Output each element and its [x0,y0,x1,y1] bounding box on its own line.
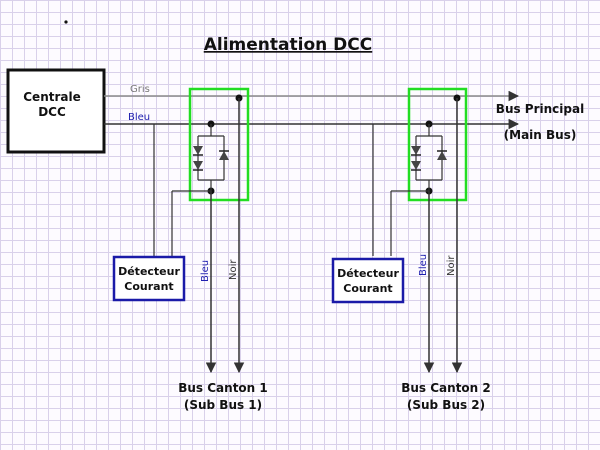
diode-icon [219,151,229,160]
central-label-line1: Centrale [23,90,81,104]
main-bus-label-line1: Bus Principal [496,102,584,116]
diode-box-2 [407,87,468,202]
drop-label-black: Noir [228,259,239,280]
detector-label-line1: Détecteur [337,267,399,280]
diode-icon [437,151,447,160]
diode-box-1 [188,87,250,202]
unit-2: Bleu Noir Détecteur Courant Bus Canton 2… [331,87,491,412]
drop-label-blue: Bleu [200,260,211,282]
diode-icon [193,146,203,155]
detector-label-line2: Courant [124,280,173,293]
diode-icon [193,161,203,170]
detector-label-line1: Détecteur [118,265,180,278]
drop-label-black: Noir [446,255,457,276]
detector-box-1 [112,255,186,302]
canton-1-label-line1: Bus Canton 1 [178,381,268,395]
diode-icon [411,161,421,170]
canton-2-label-line2: (Sub Bus 2) [407,398,485,412]
canton-2-label-line1: Bus Canton 2 [401,381,491,395]
blue-wire-label: Bleu [128,112,150,123]
central-label-line2: DCC [38,105,66,119]
grey-wire-label: Gris [130,84,150,95]
detector-box-2 [331,257,405,304]
central-dcc-box [6,68,106,154]
canton-1-label-line2: (Sub Bus 1) [184,398,262,412]
diode-icon [411,146,421,155]
drop-label-blue: Bleu [418,254,429,276]
diagram-title: Alimentation DCC [204,35,372,55]
unit-1: Bleu Noir Détecteur Courant Bus Canton 1… [112,87,268,412]
stray-dot [64,20,68,24]
detector-label-line2: Courant [343,282,392,295]
main-bus-label-line2: (Main Bus) [504,128,577,142]
